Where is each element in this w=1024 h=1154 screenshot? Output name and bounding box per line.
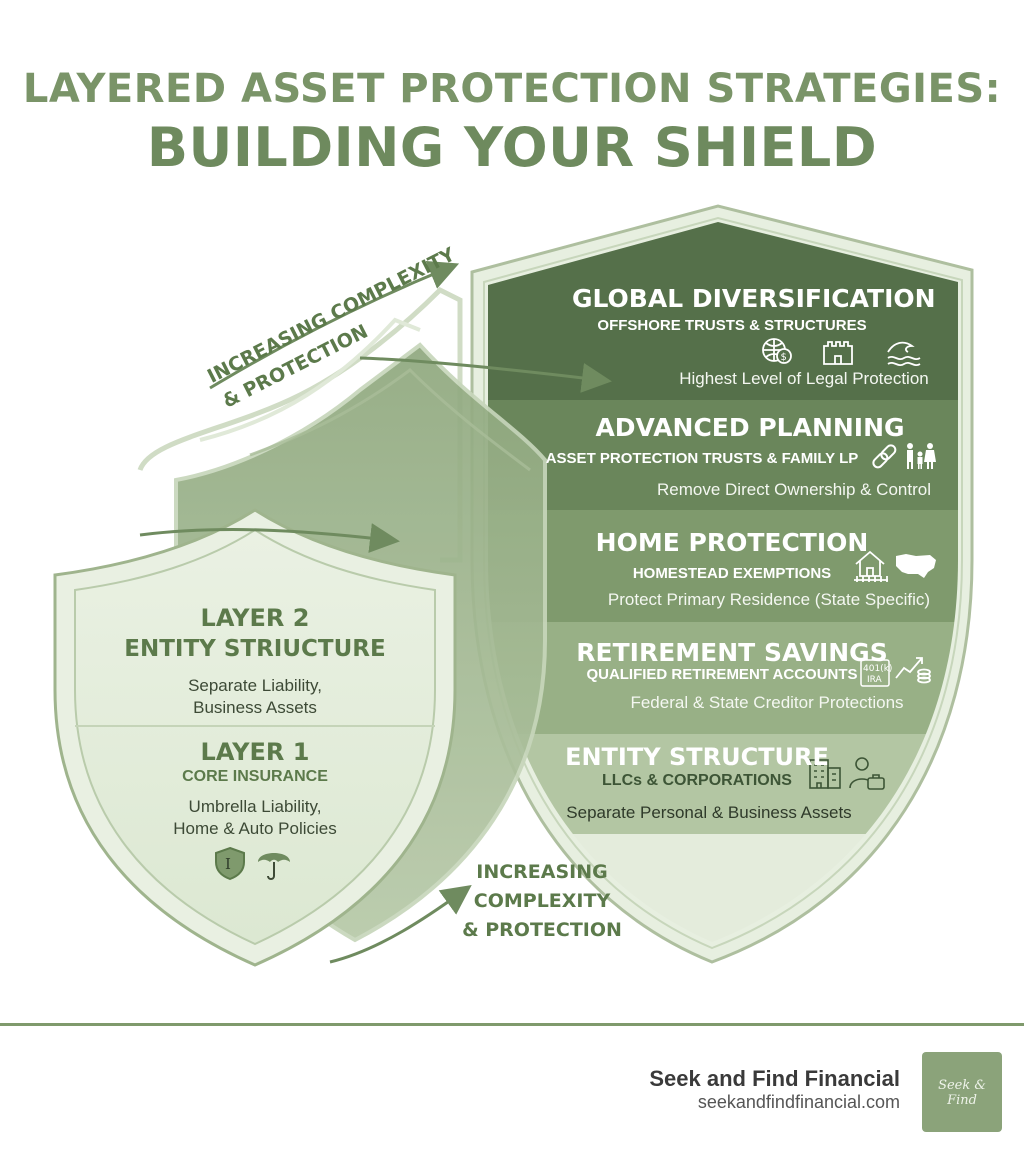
office-building-icon [809, 759, 841, 789]
brand-logo-text: Seek & Find [938, 1078, 986, 1108]
401k-ira-icon: 401(k) IRA [860, 659, 892, 687]
arrow-upper-sweep [359, 356, 612, 393]
arrow-bottom-curve [329, 884, 472, 964]
layer2-description-line1: Separate Liability, [188, 676, 322, 695]
insurance-shield-icon: I [215, 846, 245, 881]
brand-logo: Seek & Find [922, 1052, 1002, 1132]
band-entity-heading: ENTITY STRUCTURE [565, 743, 829, 771]
band-global-description: Highest Level of Legal Protection [679, 369, 929, 388]
us-map-icon [896, 554, 936, 578]
arrow-middle-sweep [139, 523, 400, 553]
footer-divider [0, 1023, 1024, 1026]
castle-icon [823, 341, 853, 365]
band-home-heading: HOME PROTECTION [595, 528, 869, 557]
house-icon [854, 550, 888, 582]
front-shield [74, 528, 436, 946]
svg-text:$: $ [781, 352, 787, 363]
arrow-bottom-label-line2: COMPLEXITY [473, 890, 611, 912]
band-advanced-description: Remove Direct Ownership & Control [657, 480, 931, 499]
arrow-bottom-label-line3: & PROTECTION [462, 919, 622, 941]
svg-text:401(k): 401(k) [863, 664, 892, 674]
layer1-description-line2: Home & Auto Policies [173, 819, 337, 838]
layer1-description-line1: Umbrella Liability, [188, 797, 322, 816]
band-global-heading: GLOBAL DIVERSIFICATION [572, 284, 936, 313]
brand-name: Seek and Find Financial [649, 1066, 900, 1091]
arrow-bottom-label-line1: INCREASING [476, 861, 608, 883]
band-retirement-subheading: QUALIFIED RETIREMENT ACCOUNTS [586, 666, 858, 683]
layer2-subtitle: ENTITY STRIUCTURE [124, 636, 386, 662]
businessperson-icon [849, 757, 885, 790]
arrow-bottom-label: INCREASING COMPLEXITY & PROTECTION [462, 858, 622, 945]
band-home-description: Protect Primary Residence (State Specifi… [607, 590, 931, 609]
svg-text:I: I [225, 855, 231, 873]
title-line-2: BUILDING YOUR SHIELD [146, 116, 878, 179]
band-entity-description: Separate Personal & Business Assets [566, 803, 852, 822]
svg-text:IRA: IRA [867, 675, 883, 685]
protection-bands [488, 222, 958, 942]
title-line-1: LAYERED ASSET PROTECTION STRATEGIES: [22, 66, 1002, 112]
growth-chart-icon [895, 657, 931, 684]
band-advanced-heading: ADVANCED PLANNING [595, 413, 905, 442]
band-entity-subheading: LLCs & CORPORATIONS [602, 772, 792, 789]
band-retirement-description: Federal & State Creditor Protections [630, 693, 904, 712]
layer1-subtitle: CORE INSURANCE [182, 768, 328, 785]
band-home-subheading: HOMESTEAD EXEMPTIONS [632, 565, 832, 582]
waves-icon [887, 341, 921, 367]
layer1-title: LAYER 1 [200, 738, 310, 766]
band-global-subheading: OFFSHORE TRUSTS & STRUCTURES [597, 317, 867, 334]
arrow-top-text-curve [209, 260, 460, 390]
umbrella-icon [258, 853, 290, 880]
family-icon [907, 443, 936, 469]
band-retirement-heading: RETIREMENT SAVINGS [576, 638, 888, 667]
layer2-title: LAYER 2 [200, 604, 310, 632]
band-retirement-bg [488, 622, 958, 734]
globe-dollar-icon: $ [762, 338, 792, 364]
back-shield-outline [137, 286, 463, 563]
band-advanced-subheading: ASSET PROTECTION TRUSTS & FAMILY LP [545, 450, 859, 467]
layer2-description-line2: Business Assets [193, 698, 317, 717]
chain-link-icon [872, 444, 897, 469]
brand-url[interactable]: seekandfindfinancial.com [697, 1092, 900, 1112]
